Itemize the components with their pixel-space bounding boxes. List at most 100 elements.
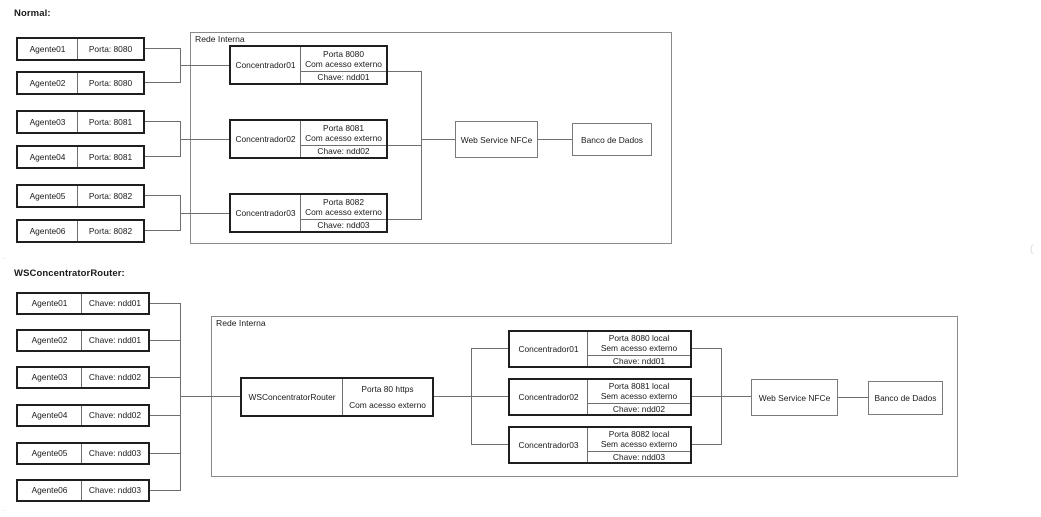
network-label-normal: Rede Interna bbox=[194, 34, 246, 44]
router-port: Porta 80 https bbox=[361, 384, 414, 395]
connector-line bbox=[692, 396, 722, 398]
concentrator-box[interactable]: Concentrador03 Porta 8082 local Sem aces… bbox=[508, 426, 692, 464]
web-service-box[interactable]: Web Service NFCe bbox=[455, 121, 538, 158]
concentrator-box[interactable]: Concentrador02 Porta 8081 local Sem aces… bbox=[508, 378, 692, 416]
agent-detail: Porta: 8081 bbox=[88, 151, 133, 162]
agent-box[interactable]: Agente05 Porta: 8082 bbox=[16, 184, 145, 208]
agent-box[interactable]: Agente01 Chave: ndd01 bbox=[16, 292, 150, 315]
concentrator-access: Com acesso externo bbox=[305, 206, 382, 217]
agent-name: Agente06 bbox=[18, 481, 82, 500]
connector-line bbox=[471, 348, 473, 444]
connector-line bbox=[838, 397, 869, 399]
connector-line bbox=[180, 213, 230, 215]
agent-box[interactable]: Agente03 Chave: ndd02 bbox=[16, 366, 150, 389]
connector-line bbox=[145, 230, 181, 232]
agent-box[interactable]: Agente03 Porta: 8081 bbox=[16, 110, 145, 134]
connector-line bbox=[145, 48, 181, 50]
connector-line bbox=[150, 415, 181, 417]
agent-box[interactable]: Agente06 Chave: ndd03 bbox=[16, 479, 150, 502]
concentrator-access: Sem acesso externo bbox=[600, 439, 678, 450]
connector-line bbox=[538, 139, 572, 141]
router-box[interactable]: WSConcentratorRouter Porta 80 https Com … bbox=[240, 377, 434, 417]
concentrator-port: Porta 8082 bbox=[323, 196, 364, 207]
connector-line bbox=[388, 71, 422, 73]
agent-name: Agente02 bbox=[18, 331, 82, 350]
agent-detail: Chave: ndd01 bbox=[88, 298, 142, 309]
connector-line bbox=[471, 348, 510, 350]
concentrator-key: Chave: ndd01 bbox=[588, 354, 690, 366]
database-box[interactable]: Banco de Dados bbox=[572, 123, 652, 156]
agent-box[interactable]: Agente04 Chave: ndd02 bbox=[16, 404, 150, 427]
connector-line bbox=[388, 219, 422, 221]
concentrator-access: Sem acesso externo bbox=[600, 391, 678, 402]
page-artifact: · bbox=[2, 253, 6, 264]
agent-box[interactable]: Agente04 Porta: 8081 bbox=[16, 145, 145, 169]
concentrator-key: Chave: ndd02 bbox=[301, 144, 386, 157]
agent-name: Agente05 bbox=[18, 444, 82, 463]
agent-name: Agente05 bbox=[18, 186, 78, 206]
concentrator-box[interactable]: Concentrador01 Porta 8080 local Sem aces… bbox=[508, 330, 692, 368]
connector-line bbox=[150, 490, 181, 492]
concentrator-port: Porta 8082 local bbox=[608, 429, 670, 440]
agent-box[interactable]: Agente02 Porta: 8080 bbox=[16, 71, 145, 95]
agent-detail: Chave: ndd01 bbox=[88, 335, 142, 346]
agent-detail: Chave: ndd03 bbox=[88, 485, 142, 496]
concentrator-box[interactable]: Concentrador02 Porta 8081 Com acesso ext… bbox=[229, 119, 388, 159]
agent-box[interactable]: Agente05 Chave: ndd03 bbox=[16, 442, 150, 465]
page-artifact: ( bbox=[1030, 244, 1034, 255]
concentrator-access: Com acesso externo bbox=[305, 58, 382, 69]
concentrator-port: Porta 8081 bbox=[323, 122, 364, 133]
concentrator-name: Concentrador03 bbox=[510, 428, 588, 462]
agent-box[interactable]: Agente02 Chave: ndd01 bbox=[16, 329, 150, 352]
concentrator-port: Porta 8080 bbox=[323, 48, 364, 59]
connector-line bbox=[145, 195, 181, 197]
agent-detail: Porta: 8082 bbox=[88, 225, 133, 236]
connector-line bbox=[421, 71, 423, 220]
web-service-box[interactable]: Web Service NFCe bbox=[751, 379, 838, 416]
connector-line bbox=[150, 453, 181, 455]
concentrator-key: Chave: ndd03 bbox=[301, 218, 386, 231]
connector-line bbox=[145, 82, 181, 84]
concentrator-key: Chave: ndd02 bbox=[588, 402, 690, 414]
agent-detail: Chave: ndd02 bbox=[88, 372, 142, 383]
concentrator-access: Sem acesso externo bbox=[600, 343, 678, 354]
connector-line bbox=[471, 444, 510, 446]
connector-line bbox=[692, 444, 722, 446]
router-access: Com acesso externo bbox=[349, 399, 426, 410]
section-caption-normal: Normal: bbox=[14, 8, 51, 19]
concentrator-box[interactable]: Concentrador03 Porta 8082 Com acesso ext… bbox=[229, 193, 388, 233]
agent-detail: Chave: ndd02 bbox=[88, 410, 142, 421]
connector-line bbox=[180, 396, 240, 398]
agent-detail: Porta: 8082 bbox=[88, 190, 133, 201]
agent-name: Agente03 bbox=[18, 112, 78, 132]
database-box[interactable]: Banco de Dados bbox=[868, 381, 943, 415]
agent-name: Agente06 bbox=[18, 221, 78, 241]
connector-line bbox=[692, 348, 722, 350]
agent-name: Agente04 bbox=[18, 147, 78, 167]
concentrator-name: Concentrador01 bbox=[231, 47, 301, 83]
concentrator-name: Concentrador02 bbox=[231, 121, 301, 157]
concentrator-port: Porta 8080 local bbox=[608, 333, 670, 344]
concentrator-box[interactable]: Concentrador01 Porta 8080 Com acesso ext… bbox=[229, 45, 388, 85]
agent-name: Agente01 bbox=[18, 39, 78, 59]
connector-line bbox=[150, 303, 181, 305]
agent-box[interactable]: Agente06 Porta: 8082 bbox=[16, 219, 145, 243]
page-artifact: · bbox=[2, 505, 6, 516]
concentrator-access: Com acesso externo bbox=[305, 132, 382, 143]
network-label-wsrouter: Rede Interna bbox=[215, 318, 267, 328]
agent-name: Agente02 bbox=[18, 73, 78, 93]
network-boundary-normal bbox=[190, 32, 672, 244]
concentrator-name: Concentrador02 bbox=[510, 380, 588, 414]
agent-detail: Porta: 8081 bbox=[88, 116, 133, 127]
router-name: WSConcentratorRouter bbox=[242, 379, 343, 415]
concentrator-name: Concentrador01 bbox=[510, 332, 588, 366]
connector-line bbox=[388, 145, 422, 147]
connector-line bbox=[180, 65, 230, 67]
agent-detail: Porta: 8080 bbox=[88, 77, 133, 88]
agent-name: Agente03 bbox=[18, 368, 82, 387]
concentrator-key: Chave: ndd03 bbox=[588, 450, 690, 462]
agent-box[interactable]: Agente01 Porta: 8080 bbox=[16, 37, 145, 61]
agent-detail: Chave: ndd03 bbox=[88, 448, 142, 459]
connector-line bbox=[721, 396, 752, 398]
connector-line bbox=[145, 156, 181, 158]
